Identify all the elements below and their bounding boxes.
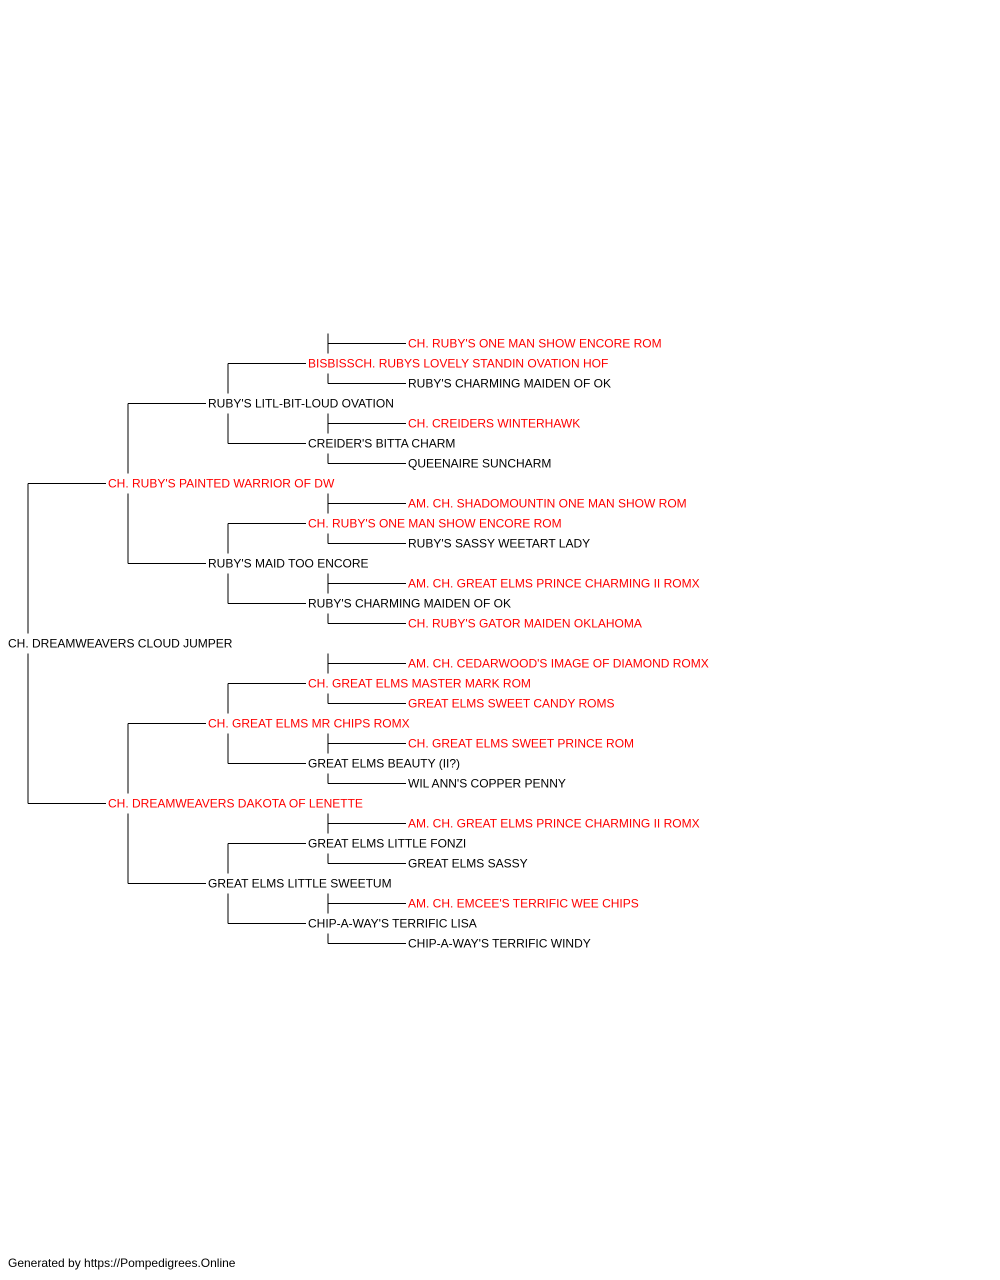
pedigree-name-gen4: WIL ANN'S COPPER PENNY [408,777,566,791]
pedigree-name-gen3: CREIDER'S BITTA CHARM [308,437,455,451]
pedigree-name-gen4: GREAT ELMS SWEET CANDY ROMS [408,697,614,711]
pedigree-name-gen4: AM. CH. GREAT ELMS PRINCE CHARMING II RO… [408,817,700,831]
pedigree-name-gen4: AM. CH. CEDARWOOD'S IMAGE OF DIAMOND ROM… [408,657,709,671]
pedigree-name-gen3: BISBISSCH. RUBYS LOVELY STANDIN OVATION … [308,357,608,371]
pedigree-name-gen4: CH. GREAT ELMS SWEET PRINCE ROM [408,737,634,751]
pedigree-name-gen3: CH. RUBY'S ONE MAN SHOW ENCORE ROM [308,517,562,531]
pedigree-tree: CH. DREAMWEAVERS CLOUD JUMPER CH. RUBY'S … [8,333,709,951]
pedigree-name-gen4: GREAT ELMS SASSY [408,857,528,871]
pedigree-name-gen4: CH. RUBY'S ONE MAN SHOW ENCORE ROM [408,337,662,351]
pedigree-name-gen4: QUEENAIRE SUNCHARM [408,457,551,471]
pedigree-name-gen4: RUBY'S SASSY WEETART LADY [408,537,590,551]
pedigree-name-gen2: GREAT ELMS LITTLE SWEETUM [208,877,392,891]
pedigree-name-gen2: RUBY'S MAID TOO ENCORE [208,557,369,571]
pedigree-name-gen2: CH. GREAT ELMS MR CHIPS ROMX [208,717,410,731]
pedigree-name-gen4: AM. CH. GREAT ELMS PRINCE CHARMING II RO… [408,577,700,591]
pedigree-name-gen4: CH. CREIDERS WINTERHAWK [408,417,580,431]
pedigree-name-gen4: CH. RUBY'S GATOR MAIDEN OKLAHOMA [408,617,642,631]
pedigree-name-gen3: GREAT ELMS LITTLE FONZI [308,837,466,851]
pedigree-name-gen3: CHIP-A-WAY'S TERRIFIC LISA [308,917,477,931]
footer-credit: Generated by https://Pompedigrees.Online [8,1256,236,1270]
pedigree-name-gen3: CH. GREAT ELMS MASTER MARK ROM [308,677,531,691]
pedigree-name-gen3: RUBY'S CHARMING MAIDEN OF OK [308,597,511,611]
pedigree-name-gen4: AM. CH. EMCEE'S TERRIFIC WEE CHIPS [408,897,639,911]
pedigree-name-gen4: RUBY'S CHARMING MAIDEN OF OK [408,377,611,391]
pedigree-name-gen2: RUBY'S LITL-BIT-LOUD OVATION [208,397,394,411]
pedigree-name-gen4: AM. CH. SHADOMOUNTIN ONE MAN SHOW ROM [408,497,687,511]
pedigree-name-gen1: CH. RUBY'S PAINTED WARRIOR OF DW [108,477,335,491]
pedigree-name-gen1: CH. DREAMWEAVERS DAKOTA OF LENETTE [108,797,363,811]
pedigree-name-gen4: CHIP-A-WAY'S TERRIFIC WINDY [408,937,591,951]
pedigree-name-gen3: GREAT ELMS BEAUTY (II?) [308,757,460,771]
pedigree-name-gen0: CH. DREAMWEAVERS CLOUD JUMPER [8,637,233,651]
